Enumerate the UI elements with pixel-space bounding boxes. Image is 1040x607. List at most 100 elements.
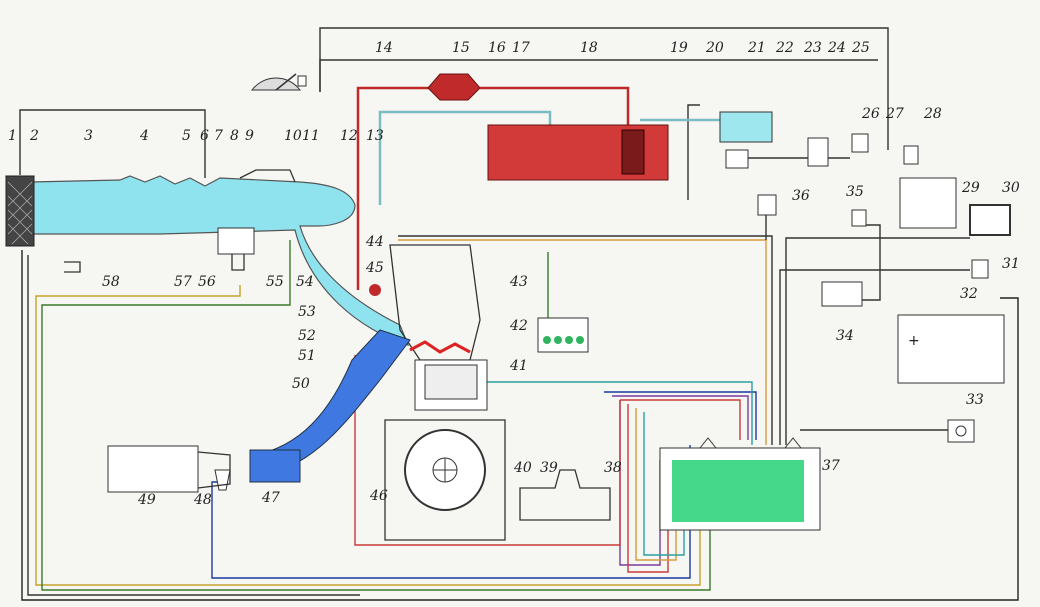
wire-dark-1 [27,255,360,596]
wire-30 [785,237,970,445]
wire-20 [687,104,700,200]
catalytic-converter [249,449,301,483]
callout-48: 48 [193,492,212,508]
wire-blue [211,445,691,579]
callout-54: 54 [296,274,314,290]
switch-36 [757,194,777,216]
callout-56: 56 [198,274,216,290]
wire-purple [619,400,661,566]
callout-4: 4 [139,128,149,144]
relay-28 [903,145,919,165]
piston [424,364,478,400]
idle-valve [239,169,296,183]
callout-22: 22 [775,40,794,56]
callout-15: 15 [452,40,470,56]
callout-47: 47 [261,490,280,506]
wire-right-bus [779,269,970,445]
callout-3: 3 [84,128,93,144]
ecu [659,437,821,531]
relay-24 [807,137,829,167]
callout-24: 24 [827,40,846,56]
electrical: + [64,194,1005,443]
wiring-harness [19,27,1019,601]
callout-50: 50 [292,376,310,392]
callout-20: 20 [705,40,724,56]
callout-1: 1 [8,128,17,144]
relay-26 [851,133,869,153]
injector-45 [369,284,381,296]
battery-plus: + [908,333,920,349]
coil-2 [554,336,562,344]
accelerator-sensor [250,73,307,91]
wire-loop-a [620,399,741,440]
wire-black [21,250,1019,601]
callout-2: 2 [29,128,39,144]
air-filter [5,175,35,247]
callout-7: 7 [214,128,223,144]
callout-26: 26 [861,106,880,122]
callout-8: 8 [230,128,239,144]
combustion-spark [409,340,471,354]
callout-18: 18 [580,40,598,56]
callout-9: 9 [245,128,254,144]
callout-53: 53 [298,304,316,320]
callout-46: 46 [369,488,388,504]
muffler [107,445,199,493]
callout-17: 17 [512,40,530,56]
callout-27: 27 [885,106,904,122]
switch-35 [851,209,867,227]
coil-3 [565,336,573,344]
lambda-sensor [214,469,231,491]
callout-39: 39 [540,460,558,476]
callout-16: 16 [488,40,506,56]
wire-sensor-41 [485,381,753,445]
wire-yellow [35,285,701,586]
callout-55: 55 [266,274,284,290]
wire-35 [860,224,881,301]
exhaust-system [107,329,411,493]
fuel-pump [621,129,645,175]
callout-45: 45 [365,260,384,276]
callout-32: 32 [960,286,978,302]
fuel-line-return [378,110,720,205]
sensor-39-body [519,469,611,521]
air-filter-mesh [7,181,33,245]
callout-49: 49 [137,492,156,508]
wire-top-red [354,355,621,546]
airflow-sensor [217,227,255,255]
callout-31: 31 [1002,256,1020,272]
callout-19: 19 [670,40,688,56]
fuel-line-pressure [356,86,630,290]
callout-5: 5 [182,128,191,144]
ignition-coils [537,317,589,353]
callout-35: 35 [846,184,864,200]
coil-4 [576,336,584,344]
callout-33: 33 [966,392,984,408]
callout-14: 14 [375,40,393,56]
callout-25: 25 [851,40,870,56]
throttle-actuator [231,254,245,271]
fuel-filter [427,73,481,101]
callout-28: 28 [923,106,942,122]
display-30 [969,204,1011,236]
block-29 [899,177,957,229]
callout-44: 44 [365,234,384,250]
connector-58 [64,261,81,273]
engine [369,244,611,541]
callout-43: 43 [509,274,528,290]
callout-42: 42 [509,318,528,334]
crankcase [384,419,506,541]
wire-loop-b [612,395,749,440]
intake-hose [29,175,410,346]
wire-top-dark [398,235,773,445]
callout-37: 37 [822,458,840,474]
coil-1 [543,336,551,344]
callout-36: 36 [792,188,810,204]
callout-12: 12 [340,128,358,144]
intake-tract [5,169,410,346]
callout-6: 6 [200,128,209,144]
callout-23: 23 [803,40,822,56]
battery [897,314,1005,384]
